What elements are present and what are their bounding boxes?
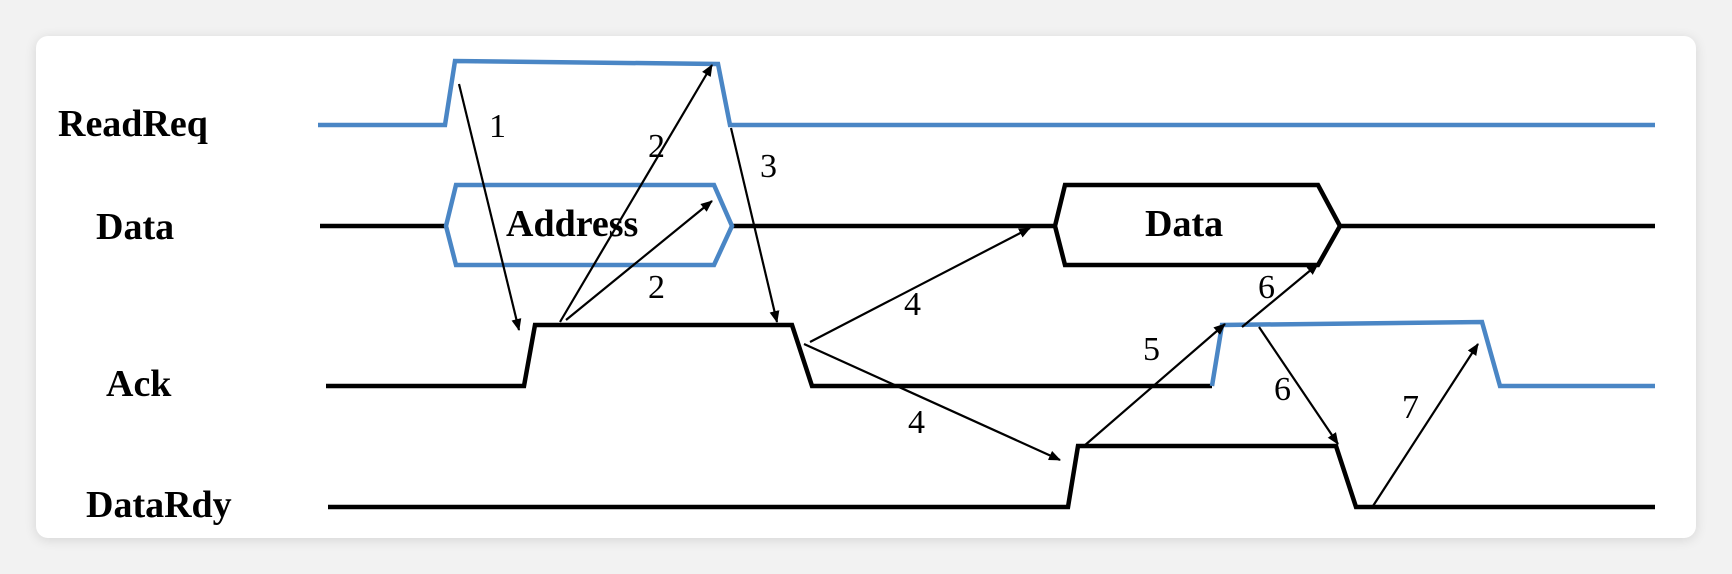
arrow-step-3 — [729, 127, 780, 323]
ack-waveform-black — [326, 322, 1212, 389]
step-label-1: 1 — [489, 108, 506, 145]
diagram-card — [36, 36, 1696, 538]
step-label-6a: 6 — [1258, 269, 1275, 306]
step-label-5: 5 — [1143, 331, 1160, 368]
arrow-step-7 — [1372, 343, 1479, 507]
step-label-2b: 2 — [648, 269, 665, 306]
arrow-step-6a — [1241, 263, 1319, 328]
arrow-step-2b — [565, 200, 713, 321]
arrow-step-2a — [559, 64, 713, 323]
ack-label: Ack — [106, 363, 172, 405]
data-label: Data — [96, 206, 174, 248]
arrow-step-1 — [457, 83, 522, 331]
readreq-waveform — [318, 58, 1655, 128]
arrow-step-6b — [1258, 326, 1339, 445]
datardy-label: DataRdy — [86, 484, 232, 526]
datardy-waveform — [328, 443, 1655, 510]
step-label-4a: 4 — [904, 286, 921, 323]
arrow-step-4a — [809, 227, 1031, 343]
data-bus-box — [1052, 182, 1343, 268]
step-label-4b: 4 — [908, 404, 925, 441]
step-label-6b: 6 — [1274, 371, 1291, 408]
address-box-label: Address — [506, 203, 638, 245]
data-box-label: Data — [1145, 203, 1223, 245]
step-label-3: 3 — [760, 148, 777, 185]
step-label-2a: 2 — [648, 128, 665, 165]
readreq-label: ReadReq — [58, 103, 208, 145]
ack-waveform-blue — [1209, 319, 1655, 389]
step-label-7: 7 — [1402, 389, 1419, 426]
arrow-step-4b — [803, 342, 1061, 462]
arrow-step-5 — [1083, 323, 1226, 447]
address-bus-box — [443, 182, 735, 268]
